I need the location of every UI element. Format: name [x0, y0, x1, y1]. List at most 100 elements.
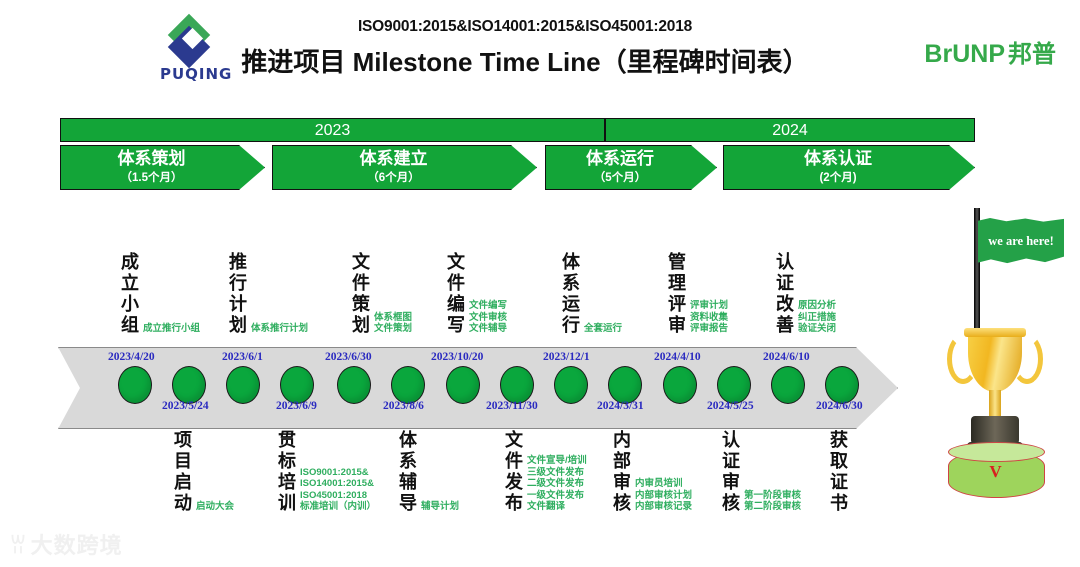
milestone-top-subs-2: 体系框图文件策划	[374, 311, 413, 335]
timeline-date-5: 2023/8/6	[383, 400, 424, 412]
timeline-date-4: 2023/6/30	[325, 351, 372, 363]
milestone-top-0: 成立小组 成立推行小组	[120, 252, 200, 336]
timeline-node-2[interactable]	[226, 366, 260, 404]
timeline-node-1[interactable]	[172, 366, 206, 404]
watermark-text: 大数跨境	[30, 533, 123, 558]
milestone-bottom-subs-4: 内审员培训内部审核计划内部审核记录	[635, 478, 693, 513]
we-are-here-flag: we are here!	[966, 208, 1066, 363]
timeline-node-5[interactable]	[391, 366, 425, 404]
milestone-bottom-subs-3: 文件宣导/培训三级文件发布二级文件发布一级文件发布文件翻译	[527, 455, 587, 513]
trophy-podium-top	[948, 442, 1045, 462]
phase-chevron-shape-3	[723, 145, 975, 190]
timeline-node-11[interactable]	[717, 366, 751, 404]
milestone-top-1: 推行计划 体系推行计划	[228, 252, 308, 336]
milestone-bottom-0: 项目启动 启动大会	[173, 430, 234, 514]
timeline-date-7: 2023/11/30	[486, 400, 538, 412]
timeline-node-0[interactable]	[118, 366, 152, 404]
timeline-node-10[interactable]	[663, 366, 697, 404]
milestone-top-subs-6: 原因分析纠正措施验证关闭	[798, 300, 837, 335]
milestone-bottom-title-3: 文件发布	[505, 430, 523, 513]
phase-name-0: 体系策划	[117, 149, 186, 168]
trophy-base	[971, 416, 1019, 446]
milestone-bottom-1: 贯标培训 ISO9001:2015&ISO14001:2015&ISO45001…	[277, 430, 376, 514]
phase-chevron-2[interactable]: 体系运行 （5个月）	[545, 145, 717, 190]
timeline-node-9[interactable]	[608, 366, 642, 404]
phase-chevron-0[interactable]: 体系策划 （1.5个月）	[60, 145, 265, 190]
timeline-node-12[interactable]	[771, 366, 805, 404]
milestone-top-title-5: 管理评审	[668, 252, 686, 335]
timeline-date-12: 2024/6/10	[763, 351, 810, 363]
phase-chevron-shape-0	[60, 145, 265, 190]
puqing-wordmark: PUQING	[160, 65, 233, 83]
milestone-top-4: 体系运行 全套运行	[561, 252, 622, 336]
trophy-handle-right	[1011, 334, 1043, 384]
milestone-bottom-title-5: 认证审核	[722, 430, 740, 513]
milestone-top-title-2: 文件策划	[352, 252, 370, 335]
phase-duration-0: （1.5个月）	[120, 172, 183, 184]
milestone-bottom-4: 内部审核 内审员培训内部审核计划内部审核记录	[612, 430, 692, 514]
timeline-node-8[interactable]	[554, 366, 588, 404]
phase-chevron-1[interactable]: 体系建立 （6个月）	[272, 145, 537, 190]
milestone-bottom-2: 体系辅导 辅导计划	[398, 430, 459, 514]
milestone-top-subs-0: 成立推行小组	[143, 323, 201, 335]
milestone-bottom-title-1: 贯标培训	[278, 430, 296, 513]
milestone-bottom-subs-0: 启动大会	[196, 501, 235, 513]
timeline-date-1: 2023/5/24	[162, 400, 209, 412]
trophy-icon: V	[930, 328, 1060, 498]
milestone-top-subs-4: 全套运行	[584, 323, 623, 335]
timeline-date-2: 2023/6/1	[222, 351, 263, 363]
milestone-top-3: 文件编写 文件编写文件审核文件辅导	[446, 252, 507, 336]
brunp-latin: BrUNP	[924, 40, 1005, 68]
timeline-date-11: 2024/5/25	[707, 400, 754, 412]
milestone-top-2: 文件策划 体系框图文件策划	[351, 252, 412, 336]
milestone-bottom-5: 认证审核 第一阶段审核第二阶段审核	[721, 430, 801, 514]
milestone-top-6: 认证改善 原因分析纠正措施验证关闭	[775, 252, 836, 336]
phase-name-2: 体系运行	[586, 149, 654, 168]
page-header: PUQING ISO9001:2015&ISO14001:2015&ISO450…	[0, 0, 1080, 100]
timeline-node-13[interactable]	[825, 366, 859, 404]
timeline-date-0: 2023/4/20	[108, 351, 155, 363]
milestone-top-subs-5: 评审计划资料收集评审报告	[690, 300, 729, 335]
phase-chevron-3[interactable]: 体系认证 (2个月)	[723, 145, 975, 190]
phase-duration-1: （6个月）	[367, 172, 420, 184]
milestone-top-title-1: 推行计划	[229, 252, 247, 335]
milestone-bottom-subs-5: 第一阶段审核第二阶段审核	[744, 489, 802, 513]
trophy-handle-left	[947, 334, 979, 384]
timeline-date-6: 2023/10/20	[431, 351, 484, 363]
timeline-date-9: 2024/3/31	[597, 400, 644, 412]
milestone-top-title-6: 认证改善	[776, 252, 794, 335]
milestone-top-title-3: 文件编写	[447, 252, 465, 335]
timeline-date-3: 2023/6/9	[276, 400, 317, 412]
milestone-bottom-3: 文件发布 文件宣导/培训三级文件发布二级文件发布一级文件发布文件翻译	[504, 430, 587, 514]
page-title: 推进项目 Milestone Time Line（里程碑时间表）	[241, 47, 809, 77]
phase-chevron-shape-2	[545, 145, 717, 190]
year-bar-2024: 2024	[605, 118, 975, 142]
milestone-bottom-subs-2: 辅导计划	[421, 501, 460, 513]
flag-label: we are here!	[978, 218, 1064, 264]
milestone-bottom-title-6: 获取证书	[830, 430, 848, 513]
year-bar-2023: 2023	[60, 118, 605, 142]
milestone-top-title-4: 体系运行	[562, 252, 580, 335]
phase-duration-3: (2个月)	[819, 172, 857, 184]
trophy-rim	[964, 328, 1026, 337]
watermark-glyph-icon: ꀕ	[10, 536, 27, 558]
phase-name-3: 体系认证	[804, 149, 872, 168]
milestone-top-subs-3: 文件编写文件审核文件辅导	[469, 300, 508, 335]
brunp-cn: 邦普	[1008, 41, 1056, 68]
phase-name-1: 体系建立	[359, 149, 428, 168]
milestone-top-title-0: 成立小组	[121, 252, 139, 335]
puqing-logo: PUQING	[160, 13, 233, 83]
timeline-node-3[interactable]	[280, 366, 314, 404]
timeline-date-13: 2024/6/30	[816, 400, 863, 412]
milestone-bottom-title-0: 项目启动	[174, 430, 192, 513]
milestone-bottom-title-2: 体系辅导	[399, 430, 417, 513]
victory-mark: V	[989, 462, 1002, 481]
timeline-node-6[interactable]	[446, 366, 480, 404]
timeline-node-7[interactable]	[500, 366, 534, 404]
trophy-stem	[989, 390, 1001, 420]
milestone-bottom-title-4: 内部审核	[613, 430, 631, 513]
trophy-cup	[968, 330, 1022, 392]
timeline-node-4[interactable]	[337, 366, 371, 404]
